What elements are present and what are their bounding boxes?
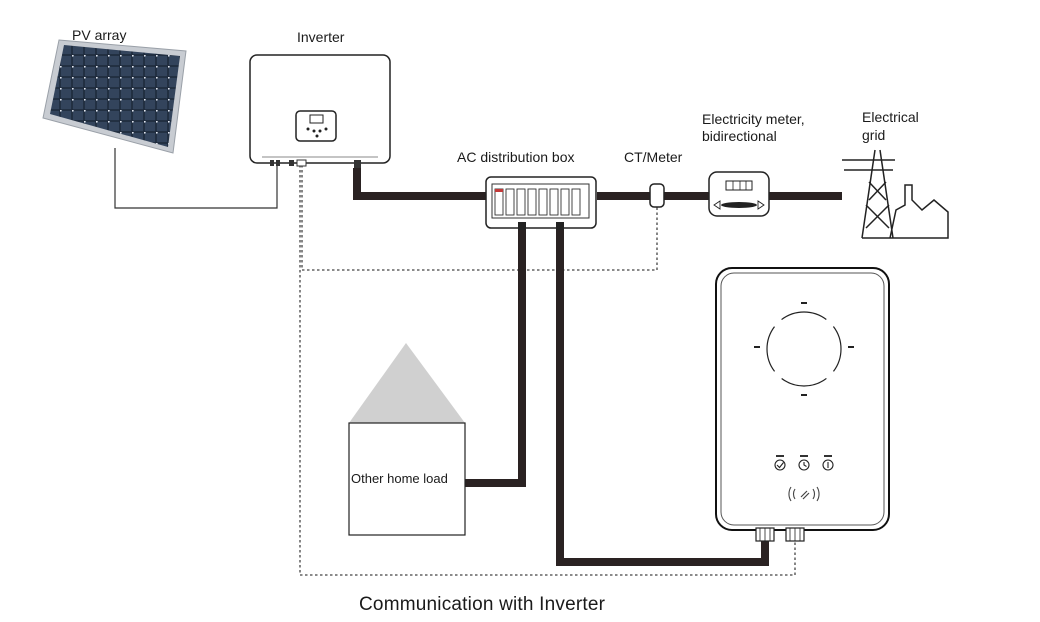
diagram-caption: Communication with Inverter: [359, 594, 606, 615]
electricity-meter-icon: [708, 171, 770, 217]
electricity-meter-label-line2: bidirectional: [702, 128, 777, 144]
power-cables: [353, 168, 842, 566]
ac-distribution-box-label: AC distribution box: [457, 149, 575, 165]
house-icon: [348, 343, 466, 536]
ct-meter-label: CT/Meter: [624, 149, 683, 165]
electricity-meter-label-line1: Electricity meter,: [702, 111, 805, 127]
power-tower-icon: [842, 149, 949, 239]
grid-label-line2: grid: [862, 127, 886, 143]
home-load-label: Other home load: [351, 471, 448, 486]
grid-label-line1: Electrical: [862, 109, 919, 125]
pv-array-label: PV array: [72, 27, 127, 43]
ev-charger-icon: [715, 267, 890, 542]
dc-cable: [114, 148, 278, 209]
ct-sensor-icon: [649, 183, 665, 208]
inverter-icon: [249, 54, 391, 168]
communication-lines: [299, 165, 796, 576]
distribution-box-icon: [485, 176, 597, 230]
solar-panel-icon: [42, 39, 187, 154]
inverter-label: Inverter: [297, 29, 345, 45]
